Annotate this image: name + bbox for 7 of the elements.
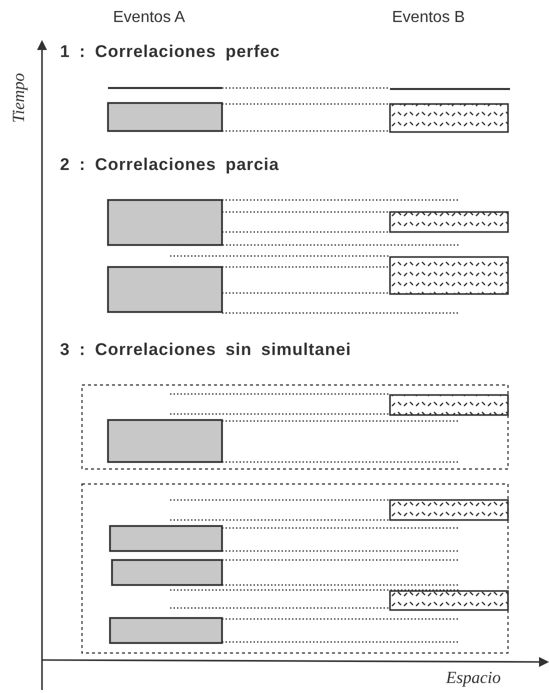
- column-heading: Eventos B: [392, 9, 465, 27]
- section-heading: 2 : Correlaciones parcia: [60, 155, 280, 175]
- section-heading: 1 : Correlaciones perfec: [60, 42, 280, 62]
- axis-label: Tiempo: [9, 72, 30, 124]
- section-heading: 3 : Correlaciones sin simultanei: [60, 340, 352, 360]
- axis-label: Espacio: [446, 668, 501, 688]
- column-heading: Eventos A: [113, 9, 186, 27]
